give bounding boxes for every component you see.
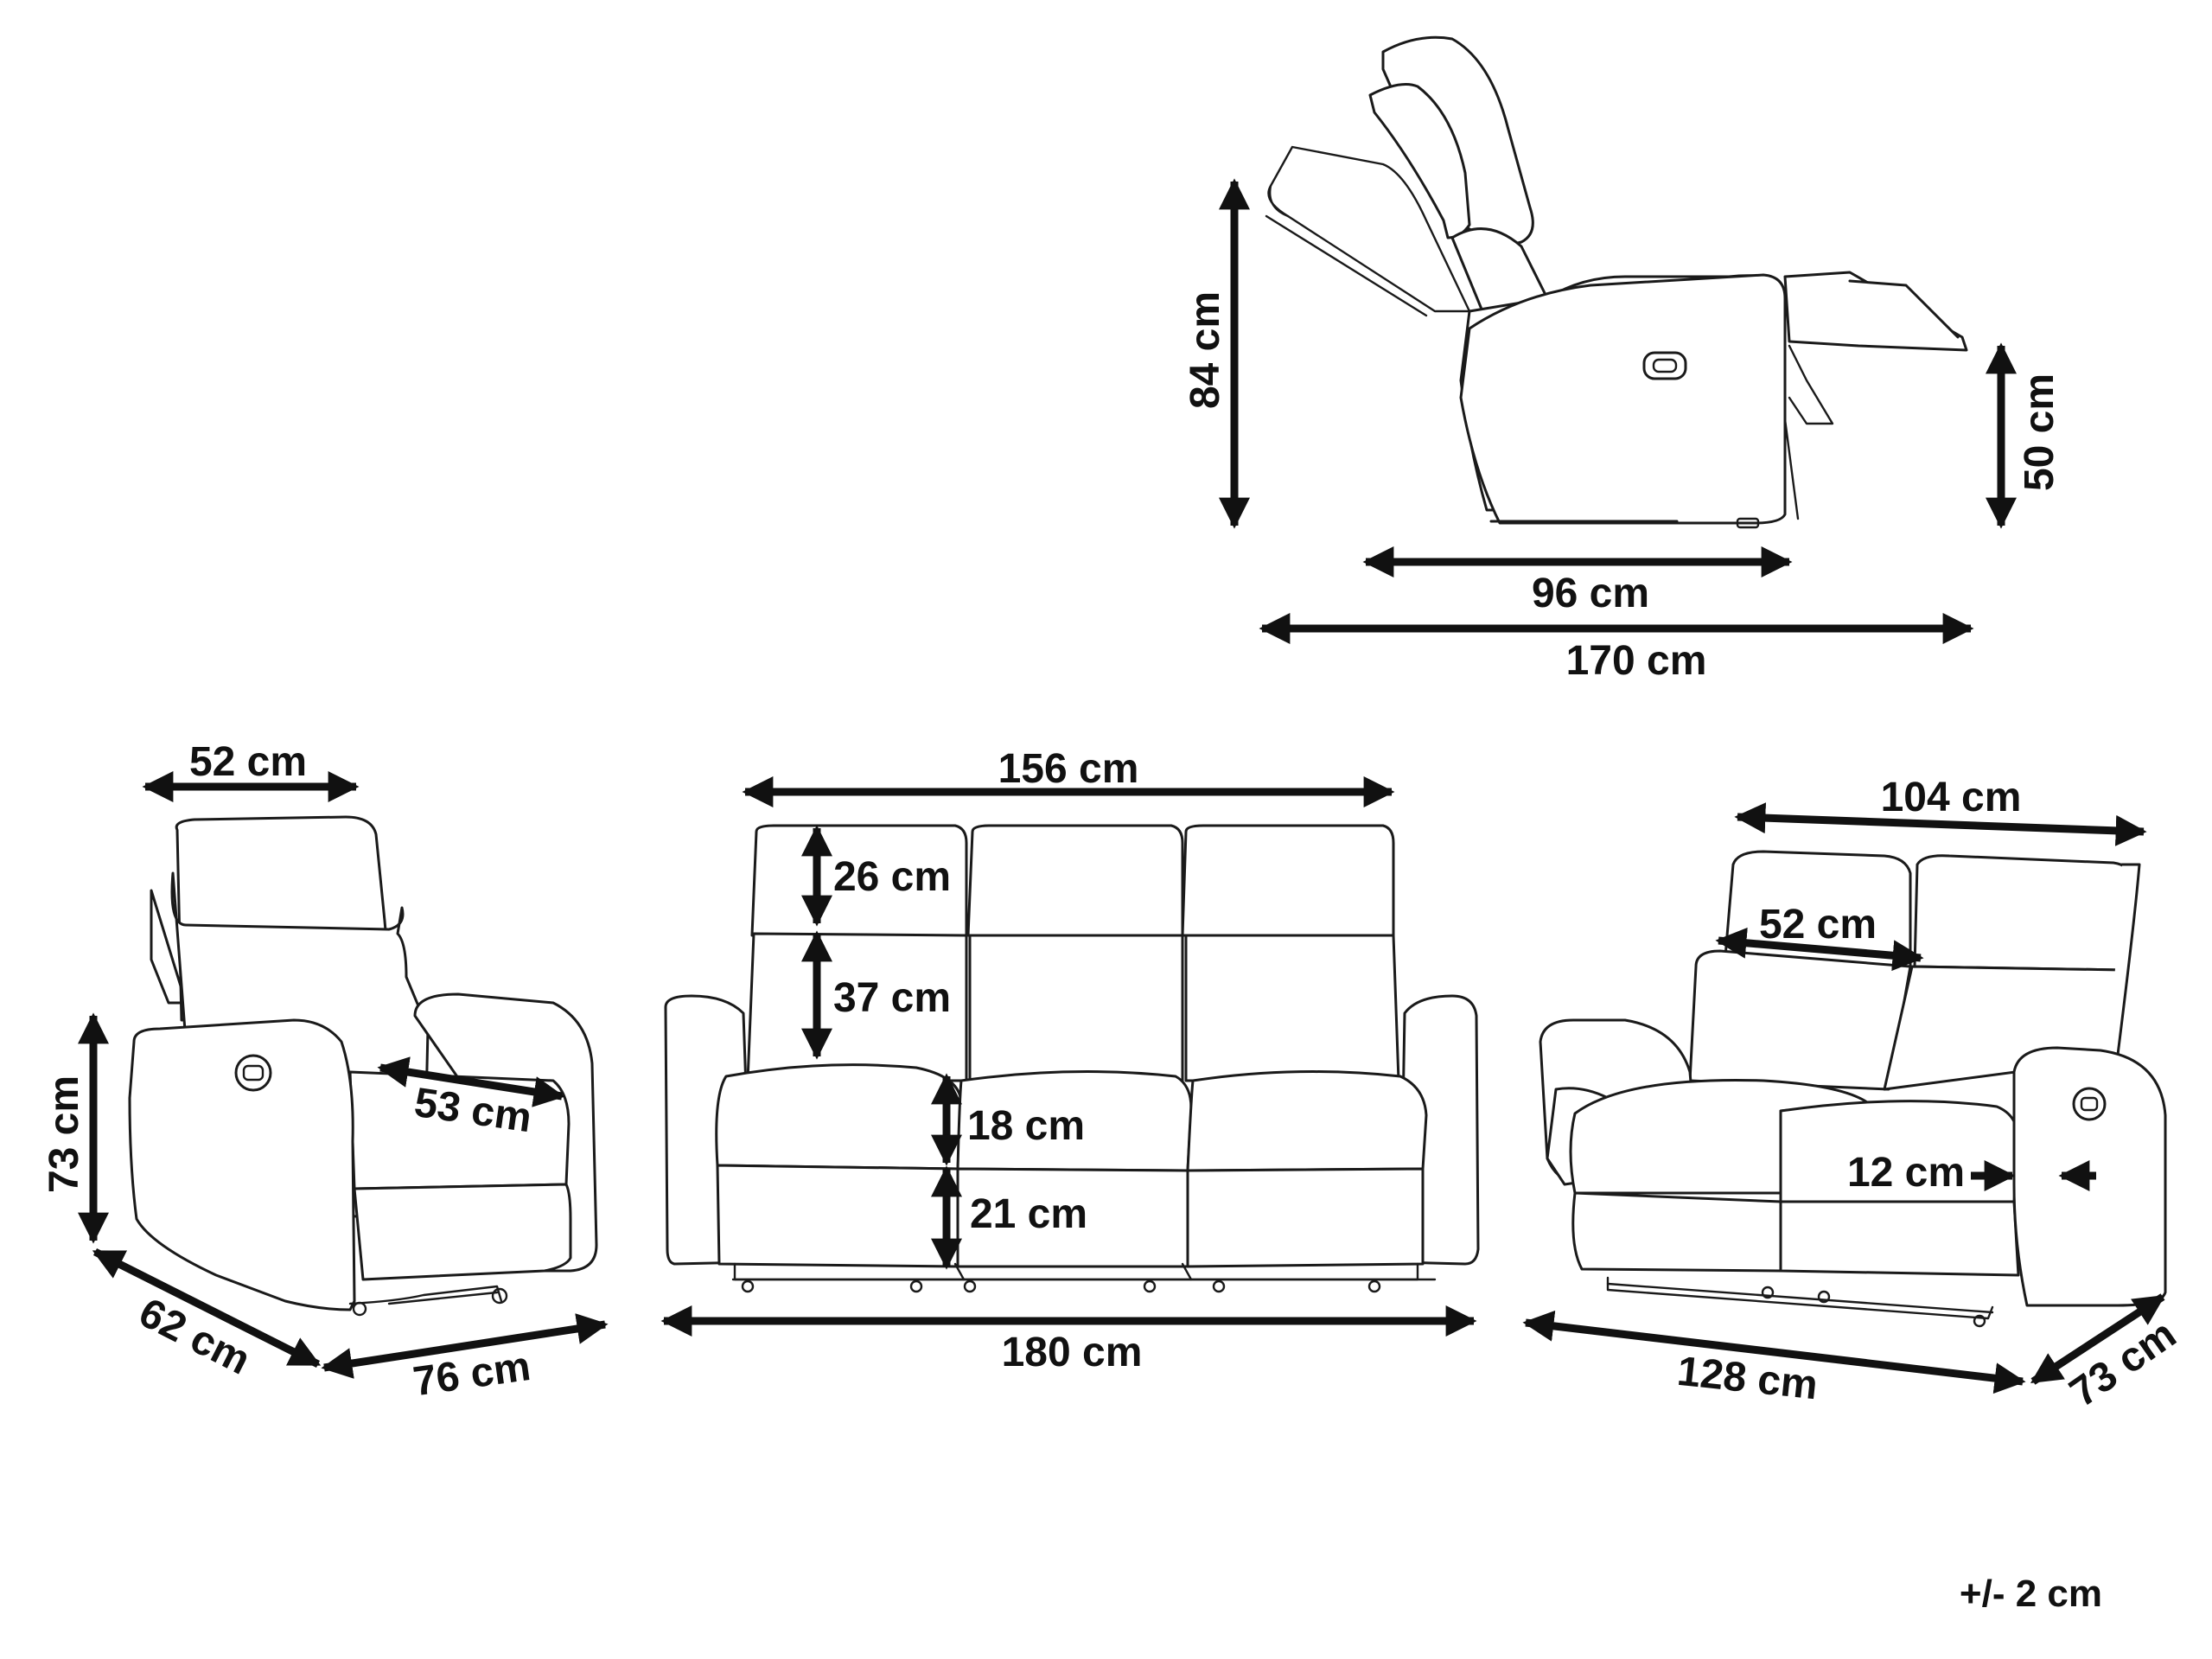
- sofa2-seat-width-arrow: [1715, 927, 1924, 972]
- sofa2-back-width-label: 104 cm: [1881, 775, 2022, 820]
- recliner-height-label: 84 cm: [1182, 291, 1228, 409]
- sofa3-drawing: [664, 824, 1480, 1293]
- armchair-seat-width-label: 52 cm: [189, 739, 307, 785]
- armchair-seat-depth-arrow: [377, 1056, 565, 1107]
- recliner-side-view: [1265, 35, 1968, 529]
- sofa3-cushion-label: 18 cm: [967, 1103, 1085, 1149]
- sofa3-headrest-label: 26 cm: [833, 854, 951, 900]
- armchair-drawing: [128, 815, 598, 1317]
- armchair-height-label: 73 cm: [41, 1075, 87, 1193]
- recliner-depth-label: 96 cm: [1532, 571, 1649, 616]
- sofa2-arm-width-label: 12 cm: [1847, 1150, 1965, 1196]
- recliner-footrest-label: 50 cm: [2017, 373, 2062, 491]
- sofa3-base-label: 21 cm: [970, 1191, 1087, 1237]
- tolerance-note: +/- 2 cm: [1960, 1573, 2102, 1615]
- sofa3-back-width-label: 156 cm: [998, 746, 1139, 792]
- sofa2-back-width-arrow: [1734, 802, 2147, 846]
- sofa3-width-label: 180 cm: [1002, 1330, 1143, 1375]
- sofa3-back-label: 37 cm: [833, 975, 951, 1021]
- armchair-width-arrow: [321, 1313, 609, 1379]
- sofa2-width-arrow: [1522, 1310, 2026, 1394]
- armchair-depth-arrow: [92, 1247, 322, 1369]
- sofa2-depth-arrow: [2030, 1293, 2166, 1385]
- sofa2-seat-width-label: 52 cm: [1759, 902, 1877, 948]
- recliner-extended-label: 170 cm: [1566, 638, 1707, 684]
